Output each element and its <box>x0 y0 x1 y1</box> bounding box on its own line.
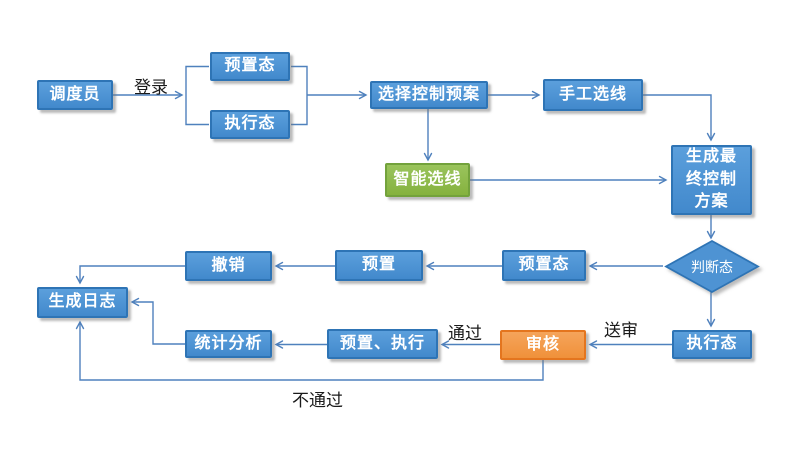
node-manual-select: 手工选线 <box>543 79 643 111</box>
edge-states-merge-bracket <box>291 65 308 126</box>
edge-label-reject: 不通过 <box>292 391 343 410</box>
edge-review-reject-to-log <box>75 320 544 381</box>
edge-label-submit: 送审 <box>604 321 638 340</box>
node-exec-state-top: 执行态 <box>210 110 290 139</box>
node-stat-analysis: 统计分析 <box>185 330 272 358</box>
edge-label-login: 登录 <box>134 78 168 97</box>
node-select-plan: 选择控制预案 <box>370 81 488 109</box>
node-revoke: 撤销 <box>185 251 272 281</box>
node-gen-log: 生成日志 <box>37 287 128 318</box>
node-preset-state-top: 预置态 <box>210 52 290 81</box>
node-final-plan: 生成最终控制方案 <box>671 145 752 215</box>
edge-login-split-bracket <box>185 65 209 126</box>
node-preset-exec: 预置、执行 <box>327 329 438 359</box>
judge-diamond-shape <box>664 239 760 294</box>
edge-label-pass: 通过 <box>448 324 482 343</box>
node-exec-state-bottom: 执行态 <box>672 330 752 359</box>
node-preset-state-mid: 预置态 <box>502 250 586 281</box>
edge-stat-to-log <box>130 297 185 345</box>
node-smart-select: 智能选线 <box>385 163 470 197</box>
node-preset: 预置 <box>335 250 423 281</box>
node-judge-state: 判断态 <box>662 239 762 294</box>
edge-revoke-to-log <box>75 265 185 285</box>
node-judge-state-label: 判断态 <box>691 260 733 276</box>
node-review: 审核 <box>500 330 586 360</box>
node-dispatcher: 调度员 <box>37 80 113 110</box>
edge-manual-to-final <box>643 94 716 142</box>
